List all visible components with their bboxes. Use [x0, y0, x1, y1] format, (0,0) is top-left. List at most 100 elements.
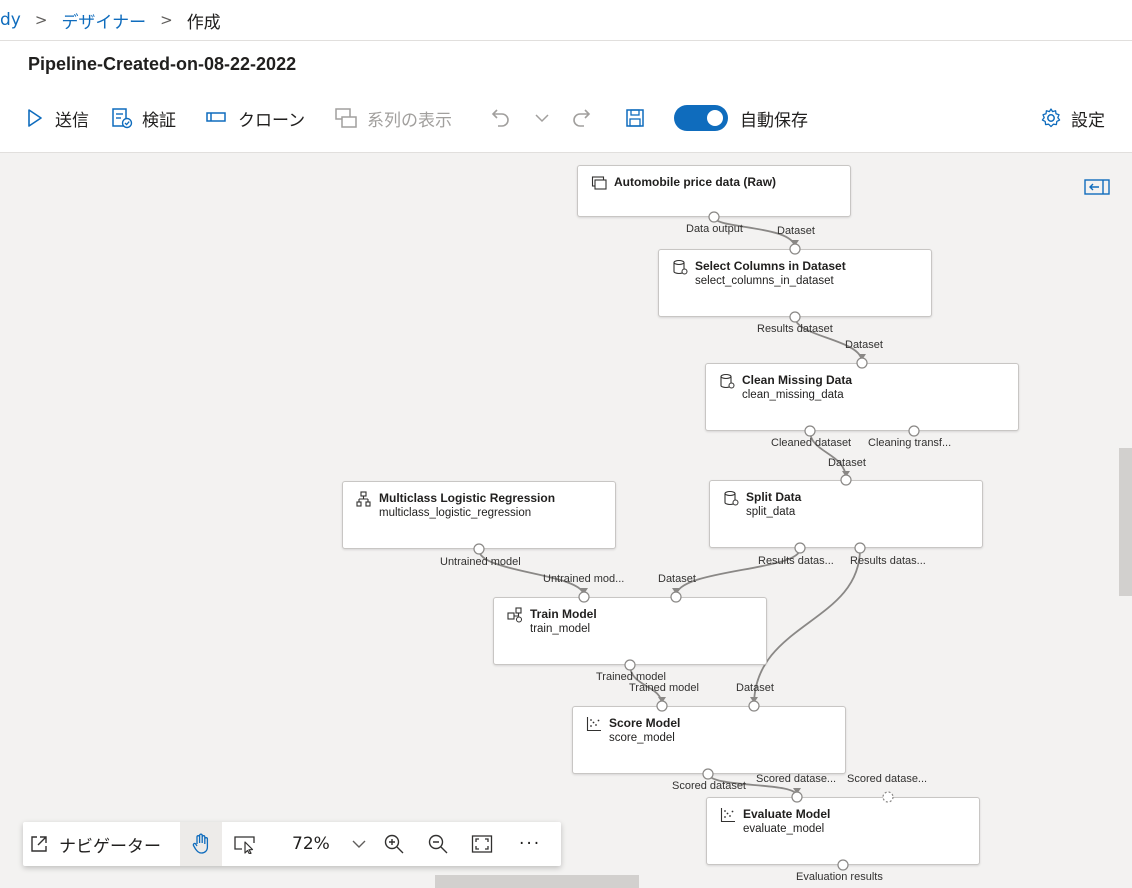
- port-label: Dataset: [828, 457, 866, 469]
- vertical-scrollbar[interactable]: [1119, 448, 1132, 596]
- edge-split-score: [753, 548, 861, 706]
- horizontal-scrollbar[interactable]: [435, 875, 639, 888]
- node-clean-missing-data[interactable]: Clean Missing Data clean_missing_data: [705, 363, 1019, 431]
- node-title: Automobile price data (Raw): [614, 175, 777, 189]
- play-icon: [24, 107, 46, 129]
- tree-icon: [356, 491, 371, 507]
- breadcrumb: dy > デザイナー > 作成: [0, 0, 1132, 41]
- open-navigator-icon: [31, 836, 47, 852]
- fit-to-screen-button[interactable]: [471, 822, 493, 866]
- port-label: Trained model: [629, 682, 699, 694]
- toggle-switch[interactable]: [674, 105, 728, 131]
- pan-tool-button[interactable]: [180, 822, 222, 866]
- node-select-columns[interactable]: Select Columns in Dataset select_columns…: [658, 249, 932, 317]
- node-title: Split Data: [746, 490, 802, 504]
- chevron-down-icon: [531, 107, 553, 129]
- node-subtitle: score_model: [609, 732, 675, 744]
- clone-label: クローン: [238, 110, 306, 131]
- arrowhead: [580, 588, 588, 594]
- zoom-level-dropdown[interactable]: 72%: [292, 822, 366, 866]
- undo-icon: [490, 107, 512, 129]
- autosave-label: 自動保存: [740, 110, 808, 131]
- clone-button[interactable]: クローン: [205, 96, 305, 140]
- port-label: Dataset: [658, 573, 696, 585]
- node-title: Clean Missing Data: [742, 373, 853, 387]
- submit-label: 送信: [55, 110, 89, 131]
- navigator-toolbar: ナビゲーター 72% ···: [23, 822, 561, 866]
- port-label: Results datas...: [758, 555, 834, 567]
- more-options-icon: ···: [519, 834, 542, 854]
- breadcrumb-designer-link[interactable]: デザイナー: [61, 12, 147, 33]
- node-multiclass-logistic-regression[interactable]: Multiclass Logistic Regression multiclas…: [342, 481, 616, 549]
- validate-button[interactable]: 検証: [111, 96, 176, 140]
- dataset-icon: [591, 176, 607, 190]
- node-evaluate-model[interactable]: Evaluate Model evaluate_model: [706, 797, 980, 865]
- port-label: Dataset: [845, 339, 883, 351]
- pipeline-canvas[interactable]: Automobile price data (Raw) Select Colum…: [0, 152, 1132, 888]
- arrowhead: [672, 588, 680, 594]
- node-train-model[interactable]: Train Model train_model: [493, 597, 767, 665]
- lineage-icon: [334, 107, 358, 129]
- fit-screen-icon: [471, 835, 493, 853]
- gear-icon: [1040, 107, 1062, 129]
- submit-button[interactable]: 送信: [24, 96, 89, 140]
- arrowhead: [793, 788, 801, 794]
- port-label: Untrained model: [440, 556, 521, 568]
- show-lineage-label: 系列の表示: [367, 110, 452, 131]
- scatter-chart-icon: [720, 808, 735, 823]
- edge-split-train: [675, 548, 801, 597]
- scatter-chart-icon: [586, 717, 601, 732]
- select-tool-button[interactable]: [233, 822, 257, 866]
- navigator-button[interactable]: ナビゲーター: [29, 822, 161, 866]
- show-lineage-button[interactable]: 系列の表示: [334, 96, 452, 140]
- collapse-panel-icon[interactable]: [1084, 179, 1110, 195]
- port-label: Dataset: [736, 682, 774, 694]
- zoom-level-value: 72%: [292, 834, 330, 854]
- arrowhead: [658, 697, 666, 703]
- node-title: Score Model: [609, 716, 681, 730]
- node-subtitle: split_data: [746, 506, 796, 518]
- zoom-out-button[interactable]: [427, 822, 449, 866]
- zoom-out-icon: [428, 834, 448, 854]
- undo-history-dropdown[interactable]: [531, 96, 562, 140]
- redo-button[interactable]: [570, 96, 601, 140]
- breadcrumb-separator: >: [160, 11, 173, 29]
- select-pointer-icon: [234, 836, 255, 854]
- save-button[interactable]: [624, 96, 655, 140]
- node-subtitle: select_columns_in_dataset: [695, 275, 834, 287]
- arrowhead: [842, 471, 850, 477]
- more-options-button[interactable]: ···: [519, 822, 541, 866]
- port-label: Untrained mod...: [543, 573, 625, 585]
- port-label: Scored datase...: [756, 773, 837, 785]
- port-label: Dataset: [777, 225, 815, 237]
- arrowhead: [750, 697, 758, 703]
- node-subtitle: multiclass_logistic_regression: [379, 507, 532, 519]
- port-label: Data output: [686, 223, 743, 235]
- port-label: Scored dataset: [672, 780, 746, 792]
- train-model-icon: [507, 607, 522, 623]
- breadcrumb-parent-link[interactable]: dy: [0, 10, 21, 30]
- settings-button[interactable]: 設定: [1040, 96, 1105, 140]
- autosave-toggle[interactable]: 自動保存: [674, 96, 808, 140]
- database-icon: [673, 259, 688, 275]
- breadcrumb-separator: >: [34, 11, 48, 29]
- hand-icon: [192, 833, 209, 854]
- node-subtitle: clean_missing_data: [742, 389, 844, 401]
- pipeline-title: Pipeline-Created-on-08-22-2022: [28, 54, 297, 74]
- toolbar: 送信 検証 クローン 系列の表示: [0, 96, 1132, 140]
- port-label: Scored datase...: [847, 773, 928, 785]
- undo-button[interactable]: [490, 96, 521, 140]
- zoom-in-button[interactable]: [383, 822, 405, 866]
- save-icon: [624, 107, 646, 129]
- edge-logistic-train: [478, 549, 585, 597]
- node-split-data[interactable]: Split Data split_data: [709, 480, 983, 548]
- node-title: Select Columns in Dataset: [695, 259, 846, 273]
- chevron-down-icon: [352, 840, 366, 848]
- zoom-in-icon: [384, 834, 404, 854]
- node-automobile-price-data[interactable]: Automobile price data (Raw): [577, 165, 851, 217]
- database-icon: [720, 373, 735, 389]
- node-subtitle: evaluate_model: [743, 823, 825, 835]
- node-score-model[interactable]: Score Model score_model: [572, 706, 846, 774]
- arrowhead: [791, 240, 799, 246]
- navigator-label: ナビゲーター: [59, 836, 161, 857]
